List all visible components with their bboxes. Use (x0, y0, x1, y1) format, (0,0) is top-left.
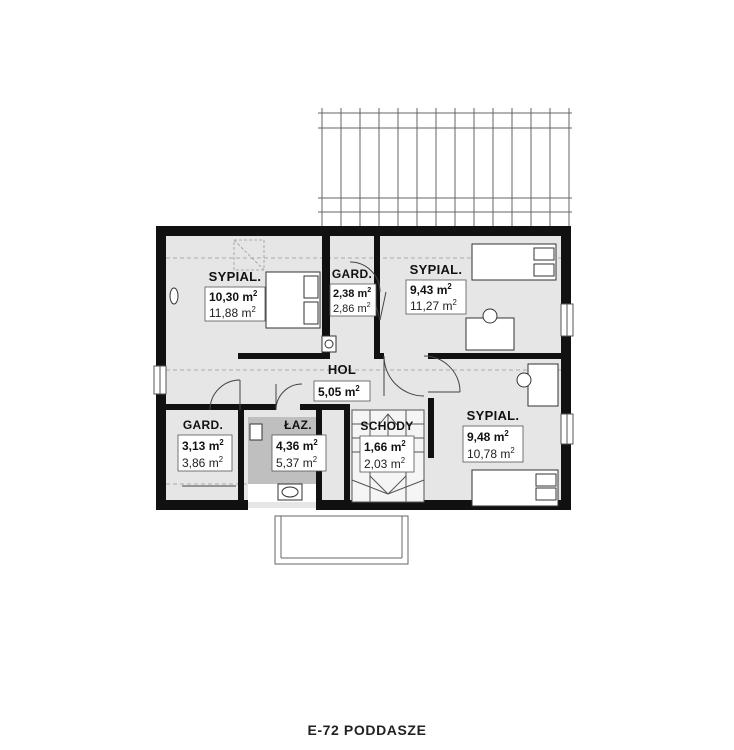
room-label-stairs: SCHODY (360, 419, 413, 433)
area-total-stairs: 2,03 m2 (364, 456, 405, 471)
bathroom-fixtures (249, 423, 303, 501)
area-total-bedroom-3: 10,78 m2 (467, 446, 515, 461)
desk-3 (516, 363, 559, 407)
room-label-bedroom-1: SYPIAL. (209, 269, 262, 284)
area-wardrobe-1: 2,38 m2 (333, 286, 371, 300)
area-total-bedroom-1: 11,88 m2 (209, 305, 256, 320)
balcony-bottom (274, 515, 409, 565)
area-total-bathroom: 5,37 m2 (276, 455, 317, 470)
area-bathroom: 4,36 m2 (276, 438, 318, 453)
wall-lamp (169, 287, 179, 305)
room-label-bedroom-3: SYPIAL. (467, 408, 520, 423)
bed-3 (471, 469, 559, 507)
bed-1 (265, 271, 321, 329)
windows (153, 303, 574, 445)
chimney (321, 335, 337, 353)
area-total-bedroom-2: 11,27 m2 (410, 298, 457, 313)
bed-2 (471, 243, 557, 281)
room-label-bathroom: ŁAZ. (284, 418, 312, 432)
desk-2 (465, 308, 515, 351)
area-stairs: 1,66 m2 (364, 439, 406, 454)
area-bedroom-3: 9,48 m2 (467, 429, 509, 444)
area-bedroom-2: 9,43 m2 (410, 282, 452, 297)
area-total-wardrobe-1: 2,86 m2 (333, 301, 371, 315)
area-total-wardrobe-2: 3,86 m2 (182, 455, 223, 470)
room-label-bedroom-2: SYPIAL. (410, 262, 463, 277)
roof-window (233, 239, 265, 271)
area-bedroom-1: 10,30 m2 (209, 289, 258, 304)
room-label-hall: HOL (328, 362, 356, 377)
plan-title: E-72 PODDASZE (307, 722, 427, 738)
room-label-wardrobe-2: GARD. (183, 418, 223, 432)
room-labels: SYPIAL. 10,30 m2 11,88 m2 GARD. 2,38 m2 … (177, 262, 524, 473)
room-label-wardrobe-1: GARD. (332, 267, 372, 281)
area-hall: 5,05 m2 (318, 384, 360, 399)
area-wardrobe-2: 3,13 m2 (182, 438, 224, 453)
pergola-grid (318, 108, 572, 226)
